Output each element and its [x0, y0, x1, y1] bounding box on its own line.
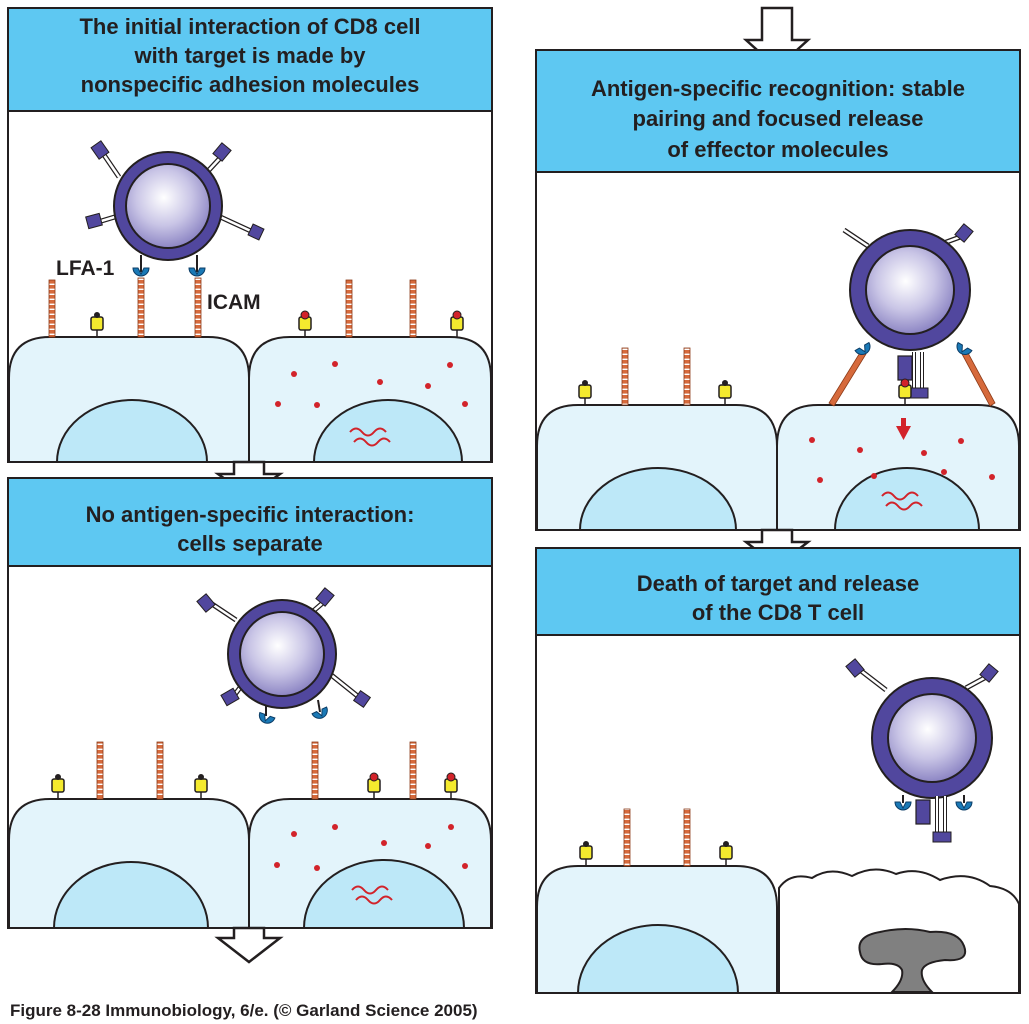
arrow-down — [214, 926, 284, 964]
icam-rod — [623, 808, 631, 867]
panel-4-title-line-2: of the CD8 T cell — [692, 600, 864, 625]
panel-3-title-bar — [535, 49, 1021, 173]
panel-2-title-bar — [7, 477, 493, 567]
viral-particles — [274, 824, 468, 871]
nucleus — [302, 859, 466, 929]
nucleus — [833, 467, 981, 531]
panel-2-title-line-1: No antigen-specific interaction: — [86, 502, 415, 527]
icam-rod — [345, 279, 353, 338]
cd8-t-cell — [196, 587, 372, 726]
icam-rod — [311, 741, 319, 800]
nucleus — [55, 399, 209, 463]
panel-4-title-line-1: Death of target and release — [637, 571, 919, 596]
panel-1-title-line-3: nonspecific adhesion molecules — [81, 72, 420, 97]
lfa1-label: LFA-1 — [56, 257, 115, 280]
icam-rod — [194, 277, 202, 338]
panel-3-title-line-1: Antigen-specific recognition: stable — [591, 76, 965, 101]
tcr — [897, 355, 913, 381]
icam-rod — [156, 741, 164, 800]
panel-3-title-line-3: of effector molecules — [667, 137, 888, 162]
icam-rod — [683, 808, 691, 867]
viral-particles — [275, 361, 468, 408]
panel-1-title-bar — [7, 7, 493, 112]
panel-2: No antigen-specific interaction: cells s… — [7, 477, 493, 929]
panel-1-title-line-2: with target is made by — [133, 43, 366, 68]
icam-rod — [48, 279, 56, 338]
nucleus — [578, 467, 738, 531]
nucleus — [312, 399, 464, 463]
viral-particles — [809, 437, 995, 483]
release-arrow — [896, 418, 911, 440]
icam-rod — [137, 277, 145, 338]
cd8-t-cell — [85, 140, 265, 277]
nucleus — [52, 861, 210, 929]
tcr — [915, 799, 931, 825]
panel-4: Death of target and release of the CD8 T… — [535, 547, 1021, 994]
icam-rod — [409, 279, 417, 338]
nucleus — [576, 924, 740, 994]
icam-label: ICAM — [207, 291, 261, 314]
icam-rod — [96, 741, 104, 800]
panel-3: Antigen-specific recognition: stable pai… — [535, 49, 1021, 531]
icam-rod — [409, 741, 417, 800]
figure-caption: Figure 8-28 Immunobiology, 6/e. (© Garla… — [10, 1001, 478, 1020]
cd8-t-cell — [828, 223, 996, 407]
cd8-t-cell — [845, 658, 999, 843]
panel-3-title-line-2: pairing and focused release — [633, 106, 924, 131]
panel-1-title-line-1: The initial interaction of CD8 cell — [79, 14, 420, 39]
fragmented-nucleus — [858, 928, 967, 993]
panel-4-title-bar — [535, 547, 1021, 636]
icam-rod — [621, 347, 629, 406]
panel-2-title-line-2: cells separate — [177, 531, 323, 556]
icam-rod — [683, 347, 691, 406]
panel-1: The initial interaction of CD8 cell with… — [7, 7, 493, 463]
